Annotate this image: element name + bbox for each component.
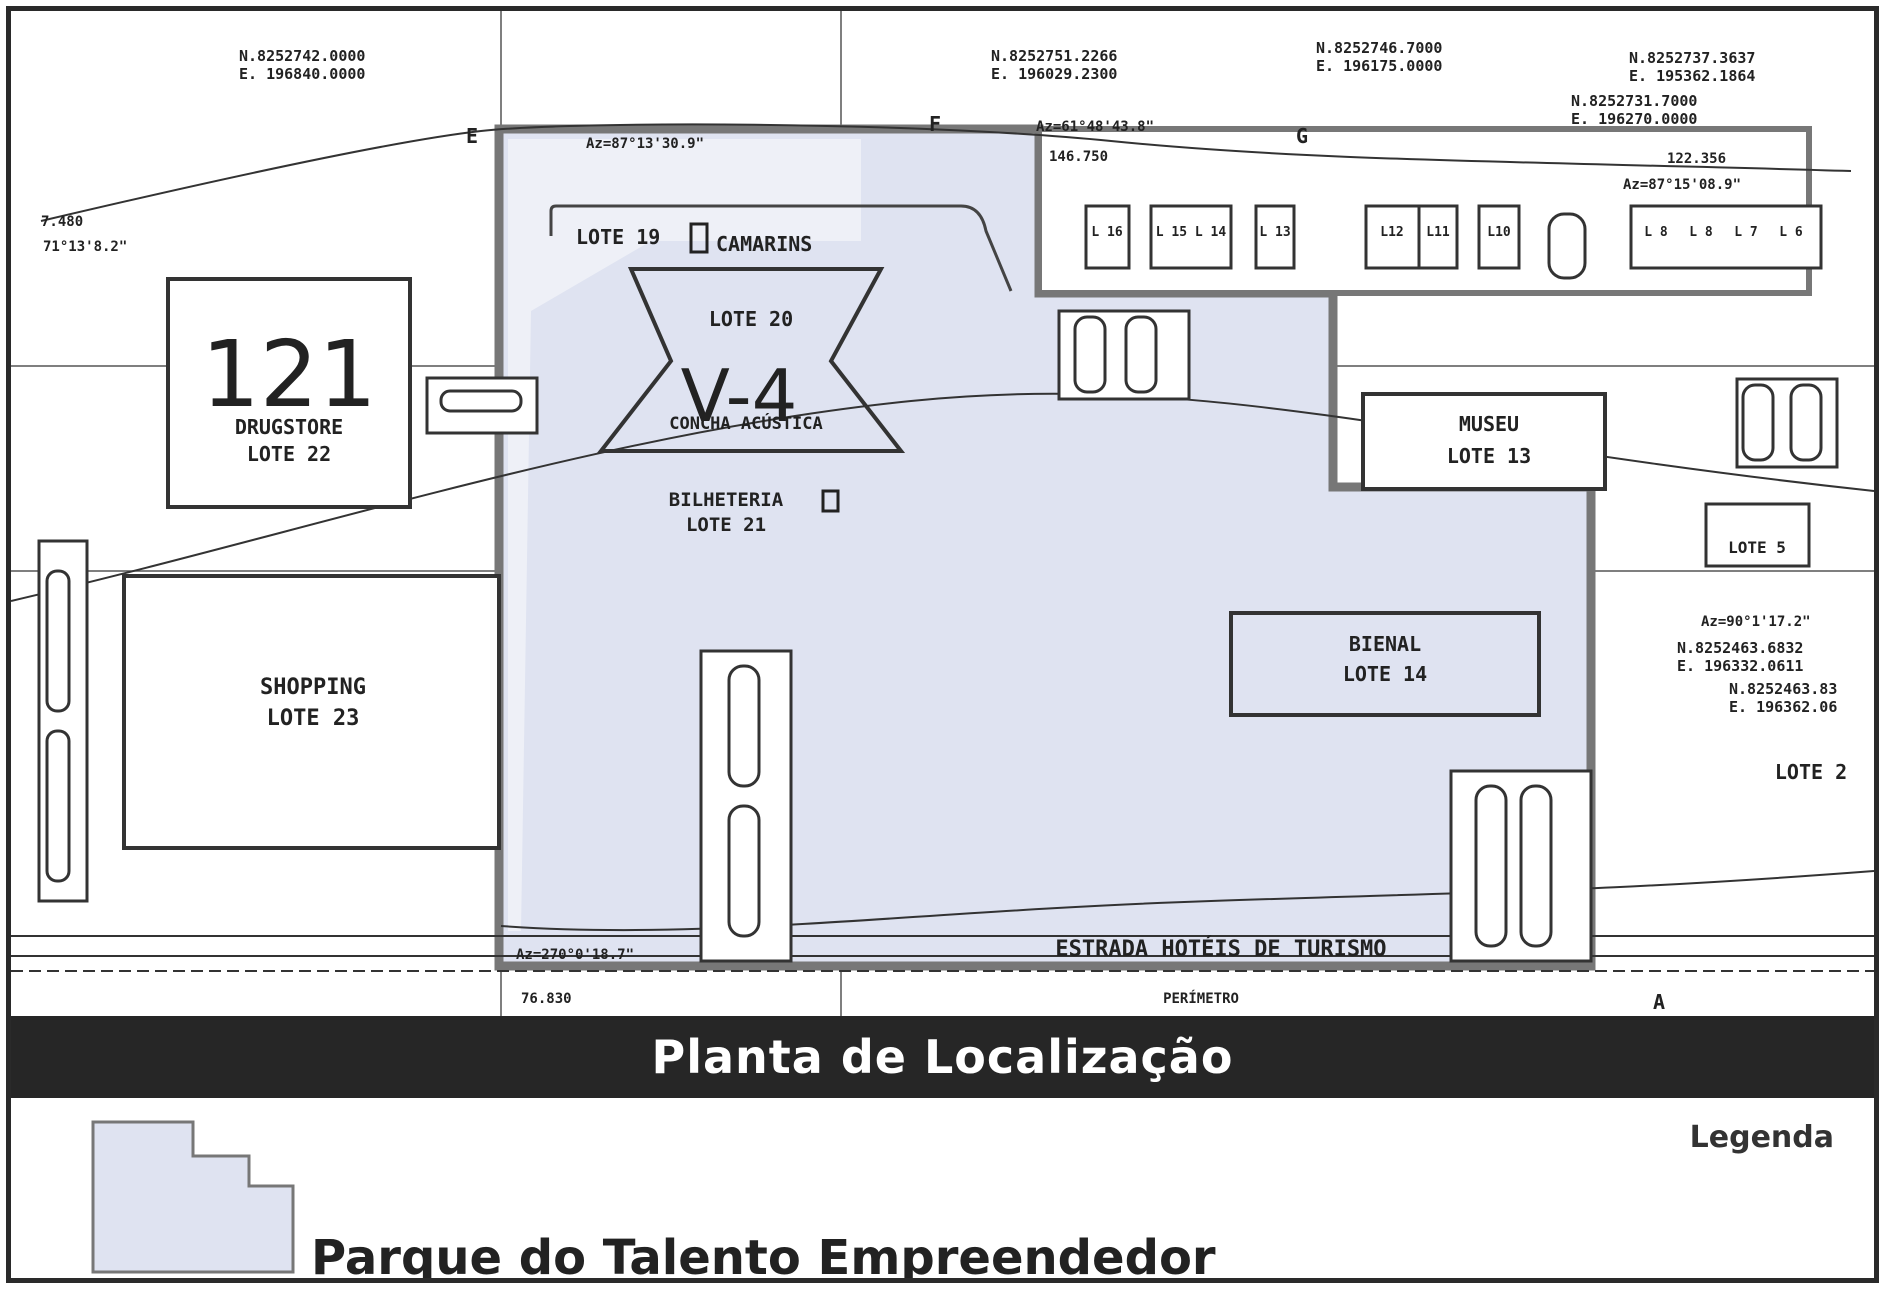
coord-n: N.8252746.7000	[1316, 39, 1442, 57]
camarins-label: CAMARINS	[716, 232, 812, 256]
small-lots	[1084, 204, 1823, 270]
legend-item-label: Parque do Talento Empreendedor	[311, 1230, 1216, 1283]
coord-e: E. 196840.0000	[239, 65, 365, 83]
coord-n: N.8252463.6832	[1677, 639, 1803, 657]
small-lot-label: L 8	[1689, 225, 1713, 240]
small-lot-label: L10	[1487, 225, 1511, 240]
coord-e: E. 195362.1864	[1629, 67, 1755, 85]
drugstore-lot[interactable]	[166, 277, 412, 509]
small-lot-label: L 13	[1259, 225, 1290, 240]
dimension-label: 122.356	[1667, 151, 1726, 167]
concha-label: CONCHA ACÚSTICA	[669, 412, 823, 434]
lote20-label: LOTE 20	[709, 307, 793, 331]
point-label: F	[929, 112, 941, 136]
road-label: ESTRADA HOTÉIS DE TURISMO	[1055, 936, 1386, 962]
bilheteria-label: BILHETERIA	[669, 489, 784, 511]
v4-label: V-4	[681, 354, 798, 438]
bearing-label: 71°13'8.2"	[43, 239, 127, 255]
coord-e: E. 196332.0611	[1677, 657, 1803, 675]
lote14-label: LOTE 14	[1343, 662, 1427, 686]
legend-panel: Legenda Parque do Talento Empreendedor	[11, 1098, 1874, 1278]
site-plan-drawing: 121 DRUGSTORE LOTE 22 SHOPPING LOTE 23 L…	[11, 11, 1874, 1016]
shopping-name: SHOPPING	[260, 675, 366, 700]
shopping-lot[interactable]	[122, 574, 501, 850]
map-title: Planta de Localização	[11, 1016, 1874, 1098]
location-plan-map: 121 DRUGSTORE LOTE 22 SHOPPING LOTE 23 L…	[11, 11, 1874, 1016]
lote19-label: LOTE 19	[576, 225, 660, 249]
drugstore-name: DRUGSTORE	[235, 415, 343, 439]
point-label: E	[466, 124, 478, 148]
small-lot-label: L12	[1380, 225, 1403, 240]
coord-n: N.8252463.83	[1729, 680, 1837, 698]
coord-n: N.8252737.3637	[1629, 49, 1755, 67]
lote21-label: LOTE 21	[686, 514, 766, 536]
concha-acustica-shape[interactable]	[596, 267, 906, 453]
museu-lot[interactable]	[1361, 392, 1607, 491]
drugstore-number: 121	[201, 321, 377, 428]
bienal-label: BIENAL	[1349, 632, 1421, 656]
dimension-label: 76.830	[521, 991, 572, 1007]
coord-n: N.8252751.2266	[991, 47, 1117, 65]
bearing-label: Az=270°0'18.7"	[516, 947, 634, 963]
small-lot-label: L 6	[1779, 225, 1803, 240]
museu-label: MUSEU	[1459, 412, 1519, 436]
coord-n: N.8252742.0000	[239, 47, 365, 65]
small-lot-label: L 7	[1734, 225, 1757, 240]
small-lot-label: L 16	[1091, 225, 1122, 240]
lote2-label: LOTE 2	[1775, 760, 1847, 784]
dimension-label: 7.480	[41, 214, 83, 230]
small-lot-label: L 15 L 14	[1156, 225, 1227, 240]
point-label: A	[1653, 990, 1665, 1014]
bearing-label: Az=90°1'17.2"	[1701, 614, 1811, 630]
bearing-label: Az=87°13'30.9"	[586, 136, 704, 152]
bearing-label: Az=61°48'43.8"	[1036, 119, 1154, 135]
bearing-label: Az=87°15'08.9"	[1623, 177, 1741, 193]
coord-e: E. 196270.0000	[1571, 110, 1697, 128]
coord-e: E. 196175.0000	[1316, 57, 1442, 75]
dimension-label: 146.750	[1049, 149, 1108, 165]
small-lot-label: L11	[1426, 225, 1450, 240]
point-label: G	[1296, 124, 1308, 148]
map-frame: 121 DRUGSTORE LOTE 22 SHOPPING LOTE 23 L…	[6, 6, 1879, 1283]
legend-swatch-icon	[91, 1120, 295, 1274]
lote13-label: LOTE 13	[1447, 444, 1531, 468]
coord-n: N.8252731.7000	[1571, 92, 1697, 110]
coord-e: E. 196029.2300	[991, 65, 1117, 83]
small-lot-label: L 8	[1644, 225, 1668, 240]
drugstore-lote: LOTE 22	[247, 442, 331, 466]
perimetro-label: PERÍMETRO	[1163, 990, 1239, 1007]
bienal-lot[interactable]	[1229, 611, 1541, 717]
lote5-label: LOTE 5	[1728, 538, 1786, 557]
coord-e: E. 196362.06	[1729, 698, 1837, 716]
shopping-lote: LOTE 23	[267, 706, 360, 731]
legend-heading: Legenda	[1689, 1120, 1834, 1155]
